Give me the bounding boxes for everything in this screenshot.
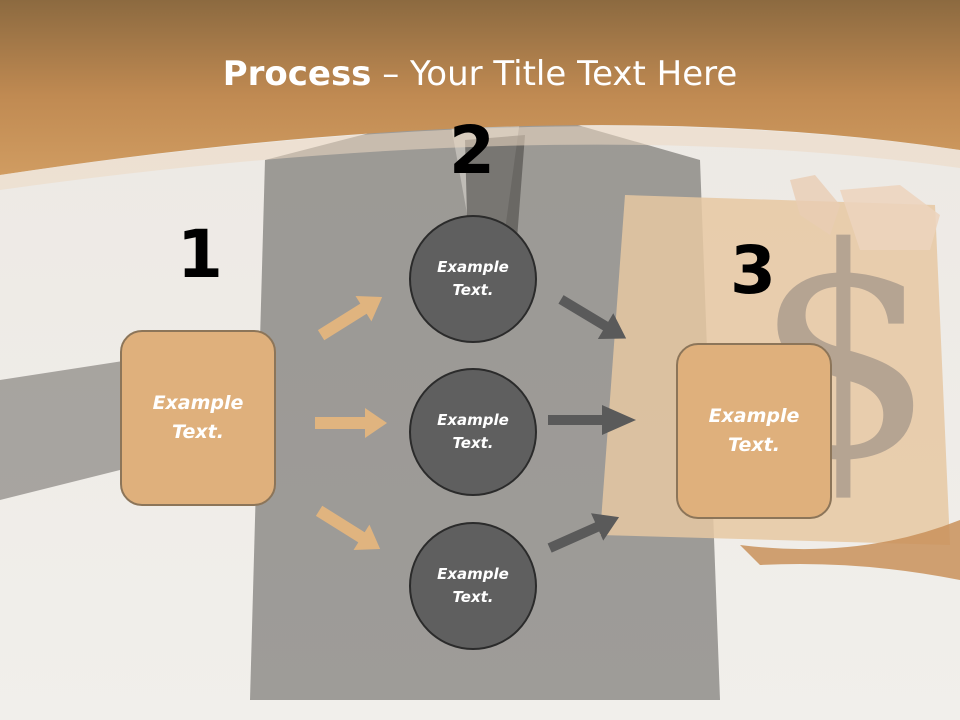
header-band: [0, 0, 960, 175]
slide-title: Process – Your Title Text Here: [0, 52, 960, 96]
title-bold: Process: [222, 54, 372, 94]
step-2-node-2: Example Text.: [409, 368, 537, 496]
node-3-text: Example Text.: [437, 565, 509, 606]
step-number-2: 2: [449, 112, 495, 189]
title-rest: – Your Title Text Here: [371, 54, 738, 94]
step-number-3: 3: [730, 232, 776, 309]
node-1-text: Example Text.: [437, 258, 509, 299]
step-2-node-1: Example Text.: [409, 215, 537, 343]
step-3-box: Example Text.: [676, 343, 832, 519]
node-2-text: Example Text.: [437, 411, 509, 452]
step-2-node-3: Example Text.: [409, 522, 537, 650]
step-1-text: Example Text.: [152, 392, 244, 443]
step-1-box: Example Text.: [120, 330, 276, 506]
step-3-text: Example Text.: [708, 405, 800, 456]
step-number-1: 1: [177, 216, 223, 293]
